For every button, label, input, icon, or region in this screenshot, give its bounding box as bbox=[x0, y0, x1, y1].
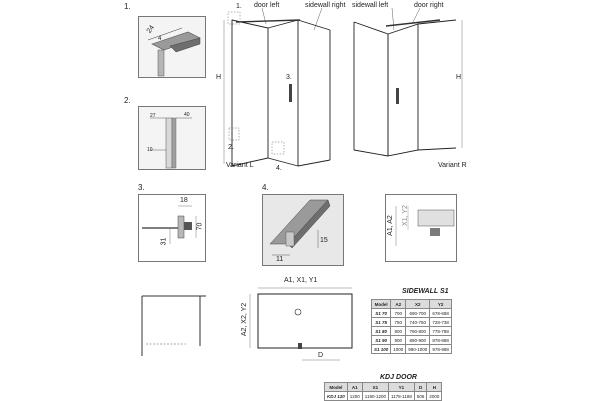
door-table-cell: 1178-1188 bbox=[387, 391, 415, 401]
door-table-header-cell: Model bbox=[324, 382, 348, 392]
callout-4: 4. bbox=[262, 183, 269, 192]
variant-l-callout-1: 1. bbox=[236, 3, 242, 10]
variant-l-callout-3: 3. bbox=[286, 74, 292, 81]
detail-1-dim-4: 4 bbox=[158, 36, 162, 42]
door-table-cell: 1200 bbox=[346, 391, 363, 401]
variant-l-callout-2: 2. bbox=[228, 144, 234, 151]
detail-4-dim-11: 11 bbox=[276, 256, 284, 263]
door-table-header-cell: D bbox=[413, 382, 428, 392]
detail-4-dim-15: 15 bbox=[320, 237, 328, 244]
variant-r-h-label: H bbox=[456, 74, 462, 81]
variant-r-sidewall-label: sidewall left bbox=[352, 2, 389, 9]
plan-dim-d: D bbox=[318, 352, 324, 359]
variant-l-label: Variant L bbox=[226, 162, 254, 169]
sidewall-table-cell: S1 75 bbox=[370, 317, 392, 327]
variant-l-door-label: door left bbox=[254, 2, 280, 9]
sidewall-table-cell: 890-900 bbox=[405, 335, 431, 345]
sidewall-table-cell: S1 100 bbox=[370, 344, 392, 354]
variant-l-h-label: H bbox=[216, 74, 222, 81]
sidewall-table-cell: 700 bbox=[390, 308, 407, 318]
detail-5-box bbox=[385, 194, 457, 262]
sidewall-table-cell: 728-738 bbox=[429, 317, 452, 327]
detail-2-dim-40: 40 bbox=[184, 112, 190, 118]
door-table-cell: 2000 bbox=[426, 391, 443, 401]
variant-l-sidewall-label: sidewall right bbox=[305, 2, 346, 9]
door-table-cell: KDJ 120 bbox=[324, 391, 348, 401]
plan-dim-a2-x2-y2: A2, X2, Y2 bbox=[241, 302, 249, 337]
sidewall-table-cell: 800 bbox=[390, 326, 407, 336]
sidewall-table-cell: S1 70 bbox=[370, 308, 392, 318]
detail-2-dim-27: 27 bbox=[150, 113, 156, 119]
sidewall-table-cell: 678-688 bbox=[429, 308, 452, 318]
sidewall-table-cell: 978-988 bbox=[429, 344, 452, 354]
sidewall-table-title: SIDEWALL S1 bbox=[402, 288, 449, 295]
variant-l-callout-4: 4. bbox=[276, 165, 282, 172]
plan-dim-a1-x1-y1: A1, X1, Y1 bbox=[284, 277, 318, 284]
sidewall-table-header-cell: Y2 bbox=[429, 299, 452, 309]
sidewall-table-header-cell: X2 bbox=[405, 299, 431, 309]
callout-1: 1. bbox=[124, 2, 131, 11]
sidewall-table-cell: S1 90 bbox=[370, 335, 392, 345]
door-table-header-cell: A1 bbox=[346, 382, 363, 392]
sidewall-table-cell: 990-1000 bbox=[405, 344, 431, 354]
sidewall-table-cell: 750 bbox=[390, 317, 407, 327]
door-table-header-cell: X1 bbox=[361, 382, 389, 392]
sidewall-table-cell: 900 bbox=[390, 335, 407, 345]
sidewall-table-cell: 878-888 bbox=[429, 335, 452, 345]
sidewall-table-cell: 1000 bbox=[390, 344, 407, 354]
door-table-title: KDJ DOOR bbox=[380, 374, 417, 381]
sidewall-table-cell: 740-750 bbox=[405, 317, 431, 327]
sidewall-table-header-cell: A2 bbox=[390, 299, 407, 309]
callout-3: 3. bbox=[138, 183, 145, 192]
door-table-header-cell: H bbox=[426, 382, 443, 392]
sidewall-table-cell: 690-700 bbox=[405, 308, 431, 318]
detail-2-dim-10: 10 bbox=[147, 147, 153, 153]
door-table-header-cell: Y1 bbox=[387, 382, 415, 392]
door-table-cell: 506 bbox=[413, 391, 428, 401]
variant-r-label: Variant R bbox=[438, 162, 467, 169]
detail-3-dim-18: 18 bbox=[180, 197, 188, 204]
callout-2: 2. bbox=[124, 96, 131, 105]
door-table-cell: 1190-1200 bbox=[361, 391, 389, 401]
sidewall-table-cell: 778-788 bbox=[429, 326, 452, 336]
sidewall-table-cell: S1 80 bbox=[370, 326, 392, 336]
detail-4-box bbox=[262, 194, 344, 266]
sidewall-table-cell: 790-800 bbox=[405, 326, 431, 336]
variant-r-door-label: door right bbox=[414, 2, 444, 9]
sidewall-table-header-cell: Model bbox=[370, 299, 392, 309]
